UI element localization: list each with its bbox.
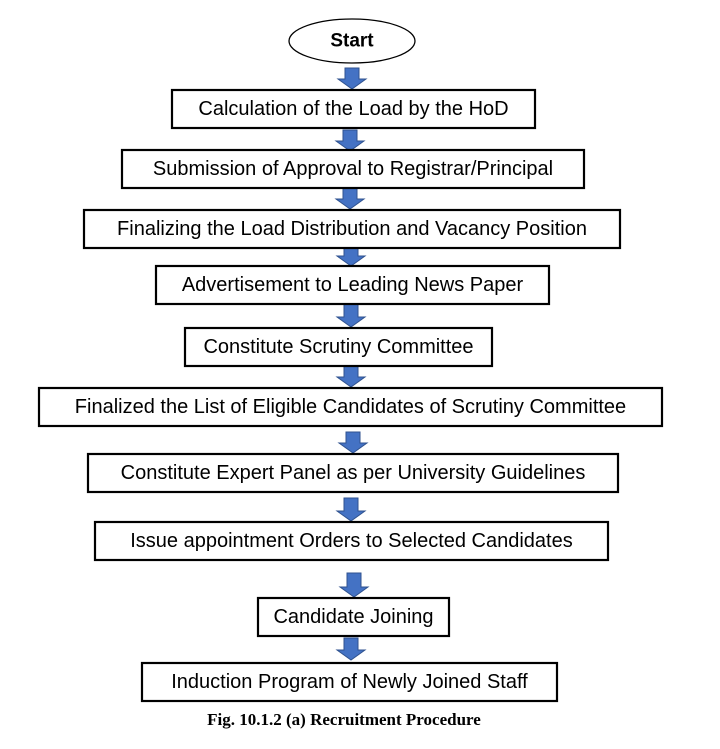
- step-label: Candidate Joining: [273, 606, 433, 628]
- step-box: [140, 661, 559, 703]
- down-arrow-8: [335, 497, 367, 522]
- step-label: Issue appointment Orders to Selected Can…: [130, 530, 572, 552]
- down-arrow-9: [338, 572, 370, 598]
- step-box: [120, 148, 586, 190]
- step-box: [37, 386, 664, 428]
- step-label: Finalized the List of Eligible Candidate…: [75, 396, 626, 418]
- step-node-1: Calculation of the Load by the HoD: [170, 88, 537, 130]
- step-box: [82, 208, 622, 250]
- down-arrow-6: [335, 365, 367, 388]
- step-label: Constitute Expert Panel as per Universit…: [121, 462, 586, 484]
- step-box: [93, 520, 610, 562]
- step-label: Induction Program of Newly Joined Staff: [171, 671, 528, 693]
- step-node-7: Constitute Expert Panel as per Universit…: [86, 452, 620, 494]
- step-node-9: Candidate Joining: [256, 596, 451, 638]
- step-node-2: Submission of Approval to Registrar/Prin…: [120, 148, 586, 190]
- arrows-layer: [334, 67, 370, 661]
- step-label: Constitute Scrutiny Committee: [203, 336, 473, 358]
- down-arrow-7: [337, 431, 369, 454]
- start-label: Start: [330, 31, 374, 52]
- step-node-3: Finalizing the Load Distribution and Vac…: [82, 208, 622, 250]
- step-label: Calculation of the Load by the HoD: [198, 98, 508, 120]
- down-arrow-10: [335, 637, 367, 661]
- step-box: [86, 452, 620, 494]
- start-node: Start: [288, 18, 416, 64]
- step-box: [183, 326, 494, 368]
- down-arrow-1: [336, 67, 368, 90]
- figure-caption: Fig. 10.1.2 (a) Recruitment Procedure: [207, 710, 481, 729]
- step-node-4: Advertisement to Leading News Paper: [154, 264, 551, 306]
- step-box: [154, 264, 551, 306]
- down-arrow-2: [334, 129, 366, 152]
- step-box: [170, 88, 537, 130]
- step-node-5: Constitute Scrutiny Committee: [183, 326, 494, 368]
- nodes-layer: Start Calculation of the Load by the HoD…: [37, 18, 664, 703]
- start-ellipse: [288, 18, 416, 64]
- down-arrow-5: [335, 303, 367, 328]
- step-node-6: Finalized the List of Eligible Candidate…: [37, 386, 664, 428]
- step-node-10: Induction Program of Newly Joined Staff: [140, 661, 559, 703]
- step-label: Finalizing the Load Distribution and Vac…: [117, 218, 587, 240]
- step-label: Advertisement to Leading News Paper: [182, 274, 524, 296]
- down-arrow-4: [335, 247, 367, 267]
- down-arrow-3: [334, 187, 366, 210]
- step-label: Submission of Approval to Registrar/Prin…: [153, 158, 553, 180]
- step-node-8: Issue appointment Orders to Selected Can…: [93, 520, 610, 562]
- step-box: [256, 596, 451, 638]
